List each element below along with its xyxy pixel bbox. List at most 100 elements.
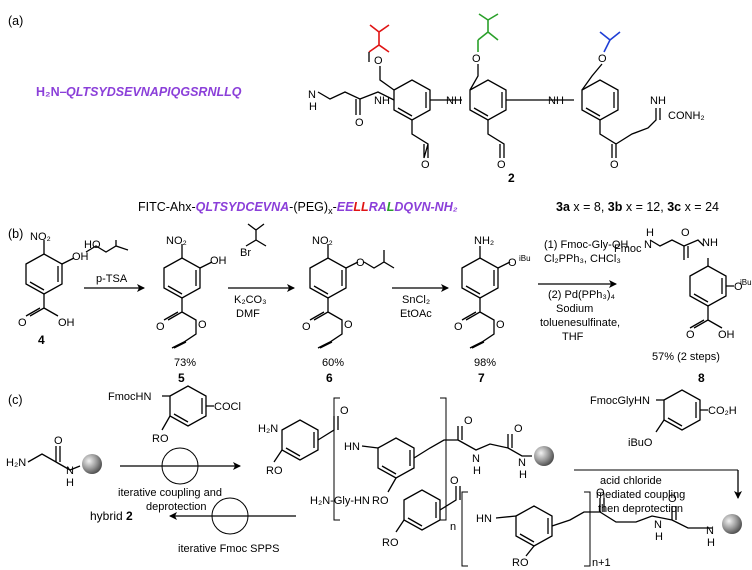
- fmoc-8: Fmoc: [614, 243, 642, 255]
- peptide-sequence: QLTSYDSEVNAPIQGSRNLLQ: [66, 85, 242, 99]
- n1-subscript: n+1: [592, 557, 611, 569]
- reagent-etoac: EtOAc: [400, 308, 432, 320]
- ether-a2: [469, 64, 479, 91]
- h-oligo-2: H: [519, 469, 527, 481]
- fitc-seq2d: L: [387, 200, 395, 214]
- reagent-ptsa: p-TSA: [96, 273, 128, 285]
- oh-4: OH: [72, 251, 89, 263]
- reagent-step2d: THF: [562, 331, 584, 343]
- o-oligo-2: O: [464, 415, 473, 427]
- o-ester-7: O: [496, 319, 505, 331]
- atom-o-a3: O: [497, 159, 506, 171]
- yield-5: 73%: [174, 357, 196, 369]
- oligomer-n-structure: [273, 397, 532, 521]
- compound-7-label: 7: [478, 371, 485, 385]
- atom-h-a1: H: [309, 101, 317, 113]
- o-7: O: [454, 321, 463, 333]
- panel-label-a: (a): [8, 14, 23, 28]
- h-8: H: [646, 227, 654, 239]
- ro-oligo: RO: [266, 465, 283, 477]
- atom-nh-a1: NH: [374, 95, 390, 107]
- oligomer-n1-structure: [395, 486, 712, 567]
- o-ether-8: O: [734, 281, 743, 293]
- acid-line2: mediated coupling: [596, 489, 685, 501]
- n-oligo: N: [472, 453, 480, 465]
- fitc-prefix: FITC-Ahx-: [138, 200, 196, 214]
- sidechain-blue: [599, 31, 621, 53]
- sidechain-green: [477, 13, 499, 52]
- ring-a2: [469, 79, 507, 121]
- variant-list: 3a x = 8, 3b x = 12, 3c x = 24: [556, 200, 719, 214]
- fitc-dash: -: [333, 200, 337, 214]
- yield-6: 60%: [322, 357, 344, 369]
- n-oligo-2: N: [518, 457, 526, 469]
- n-start: N: [66, 465, 74, 477]
- fitc-seq2b: LL: [353, 200, 368, 214]
- ring-a1: [393, 79, 431, 121]
- fitc-seq1: QLTSYDCEVNA: [196, 200, 290, 214]
- resin-bead-2: [534, 446, 554, 466]
- h-n1-2: H: [707, 537, 715, 549]
- conh2-label: CONH₂: [668, 110, 705, 122]
- o-n1-3: O: [668, 493, 677, 505]
- atom-o-ether-a2: O: [472, 53, 481, 65]
- o-6: O: [302, 321, 311, 333]
- fitc-seq2c: RA: [369, 200, 387, 214]
- reagent-step2c: toluenesulfinate,: [540, 317, 620, 329]
- fitc-peg: -(PEG): [289, 200, 328, 214]
- h2n-oligo: H₂N: [258, 423, 278, 435]
- ibuo-c: iBuO: [628, 437, 653, 449]
- ether-a1: [379, 66, 395, 91]
- atom-o-a1: O: [355, 117, 364, 129]
- no2-6: NO₂: [312, 235, 333, 247]
- variant-3a: 3a: [556, 200, 571, 214]
- yield-7: 98%: [474, 357, 496, 369]
- allyl-alcohol: [85, 240, 129, 253]
- o-oligo-1: O: [340, 405, 349, 417]
- o-8: O: [686, 329, 695, 341]
- n-n1-2: N: [706, 525, 714, 537]
- reagent-dmf: DMF: [236, 308, 260, 320]
- hn-oligo: HN: [344, 441, 360, 453]
- compound-8-structure: [649, 239, 734, 329]
- variant-3c-text: x = 24: [681, 200, 719, 214]
- o-start: O: [54, 435, 63, 447]
- compound-6-structure: [309, 244, 395, 349]
- ro-oligo-2: RO: [372, 495, 389, 507]
- no2-4: NO₂: [30, 231, 51, 243]
- o-carbonyl-8: O: [681, 227, 690, 239]
- cycle-2-label: iterative Fmoc SPPS: [178, 543, 279, 555]
- allyl-ho: HO: [84, 239, 101, 251]
- variant-3c: 3c: [667, 200, 681, 214]
- n-n1: N: [654, 519, 662, 531]
- fitc-sequence-line: FITC-Ahx-QLTSYDCEVNA-(PEG)x-EELLRALDQVN-…: [138, 200, 458, 216]
- hybrid-2-label: hybrid 2: [90, 509, 133, 523]
- yield-8: 57% (2 steps): [652, 351, 720, 363]
- panel-label-c: (c): [8, 393, 23, 407]
- h2ngly-c: H₂N-Gly-HN: [310, 495, 370, 507]
- o-n1-1: O: [450, 475, 459, 487]
- compound-2-label: 2: [508, 171, 515, 185]
- hybrid-text: hybrid: [90, 509, 126, 523]
- carbonyl-a1: [411, 120, 429, 159]
- ro-n1: RO: [382, 537, 399, 549]
- fmocgly-block: [655, 389, 708, 433]
- gly-resin-start: [27, 446, 81, 471]
- o-5: O: [156, 321, 165, 333]
- atom-o-ether-a3: O: [598, 53, 607, 65]
- ring-a3: [581, 79, 619, 121]
- reagent-br: Br: [240, 247, 251, 259]
- compound-5-label: 5: [178, 371, 185, 385]
- co2h-c: CO₂H: [708, 405, 737, 417]
- h-oligo: H: [473, 465, 481, 477]
- n-8: N: [644, 239, 652, 251]
- reagent-k2co3: K₂CO₃: [234, 294, 267, 306]
- nh2-7: NH₂: [474, 235, 494, 247]
- reagent-step1b: Cl₂PPh₃, CHCl₃: [544, 253, 621, 265]
- variant-3b: 3b: [608, 200, 623, 214]
- hybrid-num: 2: [126, 509, 133, 523]
- compound-8-label: 8: [698, 371, 705, 385]
- gly-linker-a: [317, 91, 395, 115]
- sidechain-red: [368, 24, 390, 62]
